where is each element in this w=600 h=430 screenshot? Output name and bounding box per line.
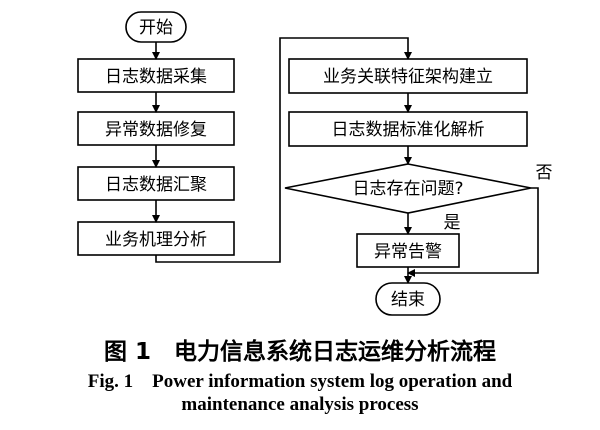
process-log-aggregation-label: 日志数据汇聚 <box>105 175 207 195</box>
process-abnormal-repair-label: 异常数据修复 <box>105 120 207 140</box>
process-log-aggregation <box>77 166 235 201</box>
connector-analysis-to-feature <box>155 37 412 263</box>
decision-label: 日志存在问题? <box>352 179 463 199</box>
end-terminal <box>375 282 441 316</box>
process-abnormal-alarm <box>356 233 460 268</box>
process-log-collection-label: 日志数据采集 <box>105 67 207 87</box>
no-label: 否 <box>536 163 553 183</box>
start-label: 开始 <box>139 18 173 38</box>
process-standardized-parsing <box>288 111 528 147</box>
process-feature-architecture-label: 业务关联特征架构建立 <box>323 67 493 87</box>
caption-chinese: 图 1 电力信息系统日志运维分析流程 <box>103 339 496 365</box>
process-standardized-parsing-label: 日志数据标准化解析 <box>332 120 485 140</box>
process-business-analysis <box>77 221 235 256</box>
process-abnormal-alarm-label: 异常告警 <box>374 242 442 262</box>
caption-english-line1: Fig. 1 Power information system log oper… <box>87 371 513 392</box>
process-abnormal-repair <box>77 111 235 146</box>
connector-decision-no <box>407 187 539 277</box>
process-business-analysis-label: 业务机理分析 <box>105 230 207 250</box>
caption-english-line2: maintenance analysis process <box>181 394 419 415</box>
end-label: 结束 <box>391 290 425 310</box>
yes-label: 是 <box>444 213 461 233</box>
